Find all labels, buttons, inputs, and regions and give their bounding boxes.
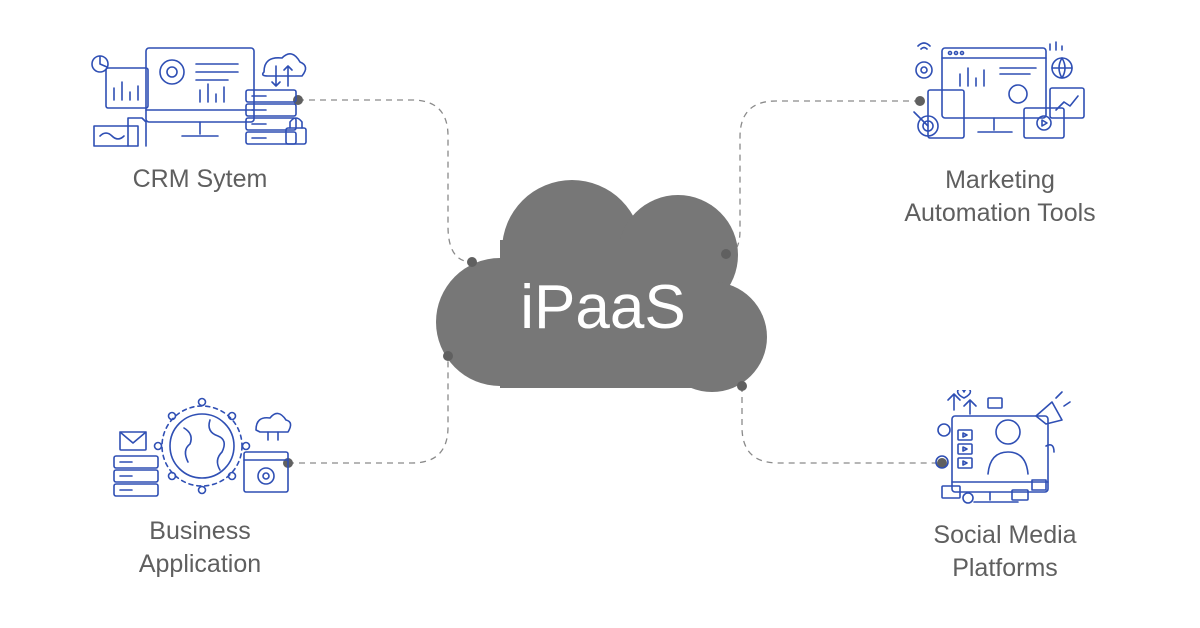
social-label-line-2: Platforms (952, 554, 1058, 582)
social-media-icon (935, 390, 1071, 504)
ipaas-label: iPaaS (520, 273, 685, 342)
marketing-automation-label: Marketing Automation Tools (880, 164, 1120, 230)
crm-dashboard-icon (91, 47, 307, 147)
dot-social-icon-end (937, 458, 947, 468)
connector-social (741, 386, 942, 464)
social-media-platforms-label: Social Media Platforms (895, 519, 1115, 585)
dot-marketing-icon-end (915, 96, 925, 106)
dot-social-cloud-end (737, 381, 747, 391)
marketing-label-line-1: Marketing (945, 166, 1055, 194)
marketing-label-line-2: Automation Tools (904, 199, 1096, 227)
business-label-line-2: Application (138, 550, 262, 578)
connector-business (288, 356, 449, 464)
connector-marketing (725, 100, 920, 255)
business-label-line-1: Business (149, 517, 251, 545)
marketing-analytics-icon (913, 41, 1085, 139)
social-label-line-1: Social Media (933, 521, 1077, 549)
dot-business-cloud-end (443, 351, 453, 361)
business-application-label: Business Application (100, 515, 300, 581)
dot-crm-cloud-end (467, 257, 477, 267)
ipaas-cloud (436, 180, 767, 392)
crm-system-label: CRM Sytem (110, 163, 290, 196)
business-network-icon (113, 397, 292, 497)
crm-label-line-1: CRM Sytem (132, 165, 268, 193)
dot-marketing-cloud-end (721, 249, 731, 259)
connector-crm (298, 99, 473, 263)
